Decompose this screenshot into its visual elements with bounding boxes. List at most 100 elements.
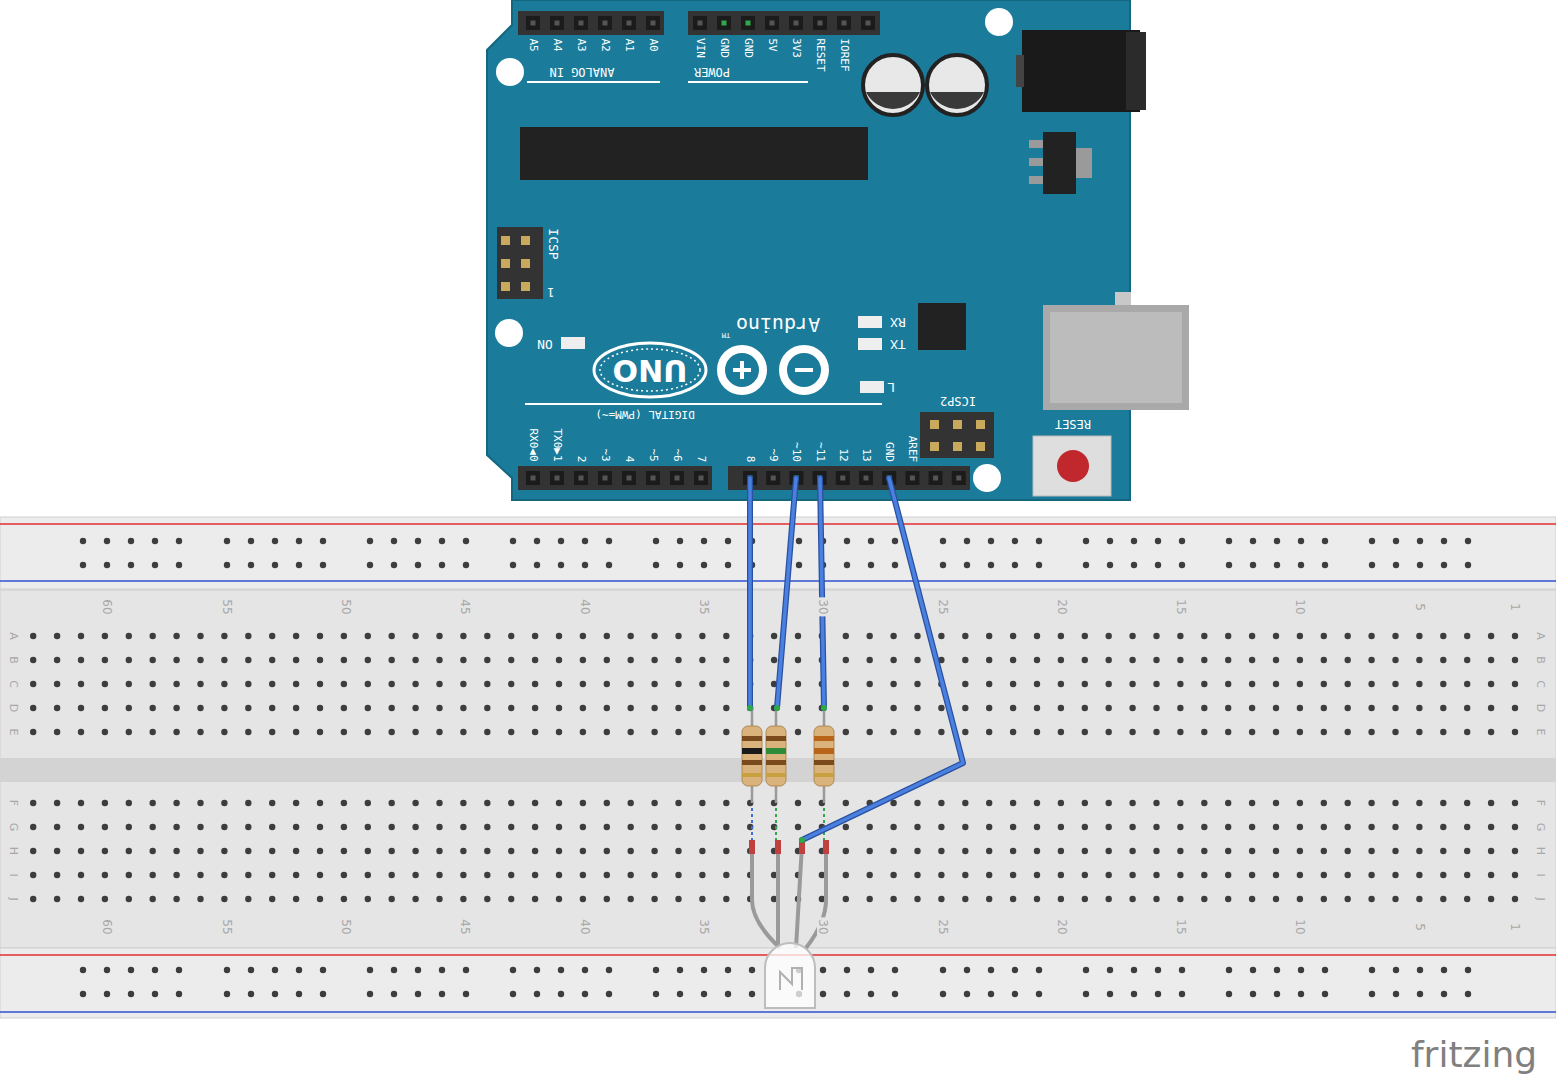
rail-hole <box>176 967 182 973</box>
rail-hole <box>701 967 707 973</box>
resistor-band <box>814 736 834 741</box>
breadboard-hole <box>914 848 920 854</box>
breadboard-hole <box>508 705 514 711</box>
rail-hole <box>1226 991 1232 997</box>
header-pin-hole <box>531 476 536 481</box>
resistor-band <box>766 773 786 777</box>
jumper-wire <box>820 478 824 708</box>
breadboard-hole <box>1512 824 1518 830</box>
breadboard-hole <box>867 705 873 711</box>
breadboard-hole <box>938 705 944 711</box>
breadboard-hole <box>556 848 562 854</box>
header-pin-hole <box>866 21 871 26</box>
breadboard-hole <box>556 800 562 806</box>
rail-hole <box>796 538 802 544</box>
rail-hole <box>1274 967 1280 973</box>
rail-hole <box>725 562 731 568</box>
rail-hole <box>677 967 683 973</box>
breadboard-hole <box>221 657 227 663</box>
breadboard-hole <box>867 824 873 830</box>
breadboard-hole <box>1321 729 1327 735</box>
breadboard-hole <box>365 729 371 735</box>
rail-hole <box>510 991 516 997</box>
breadboard-hole <box>1345 705 1351 711</box>
breadboard-hole <box>1106 705 1112 711</box>
breadboard-hole <box>986 705 992 711</box>
breadboard-hole <box>675 705 681 711</box>
breadboard-hole <box>484 872 490 878</box>
rail-hole <box>653 991 659 997</box>
mounting-hole <box>495 319 523 347</box>
column-number: 5 <box>1414 921 1426 933</box>
board-logo: UNO <box>613 355 688 385</box>
breadboard-hole <box>412 872 418 878</box>
breadboard-hole <box>460 705 466 711</box>
breadboard-hole <box>1488 872 1494 878</box>
header-pin-hole <box>910 476 915 481</box>
rail-hole <box>1155 562 1161 568</box>
breadboard-hole <box>341 705 347 711</box>
breadboard-hole <box>1010 681 1016 687</box>
wire-outline <box>802 478 963 840</box>
breadboard-hole <box>986 657 992 663</box>
breadboard-hole <box>1512 872 1518 878</box>
resistors <box>742 708 834 803</box>
breadboard-hole <box>245 896 251 902</box>
breadboard-hole <box>508 872 514 878</box>
header-pin-hole <box>531 21 536 26</box>
breadboard-hole <box>102 872 108 878</box>
breadboard-hole <box>1225 800 1231 806</box>
breadboard-hole <box>1106 657 1112 663</box>
breadboard-hole <box>890 705 896 711</box>
breadboard-hole <box>651 705 657 711</box>
breadboard-hole <box>1464 657 1470 663</box>
breadboard-hole <box>580 824 586 830</box>
breadboard-hole <box>1321 824 1327 830</box>
rail-hole <box>224 991 230 997</box>
breadboard-hole <box>1058 800 1064 806</box>
column-number: 55 <box>221 917 233 936</box>
breadboard-hole <box>436 848 442 854</box>
breadboard-hole <box>317 729 323 735</box>
rail-hole <box>988 967 994 973</box>
breadboard-hole <box>1273 824 1279 830</box>
breadboard-hole <box>1058 705 1064 711</box>
column-number: 35 <box>698 917 710 936</box>
breadboard-hole <box>30 872 36 878</box>
breadboard-hole <box>938 896 944 902</box>
rail-hole <box>391 538 397 544</box>
rail-hole <box>582 562 588 568</box>
breadboard-hole <box>1368 633 1374 639</box>
breadboard-hole <box>628 657 634 663</box>
breadboard-hole <box>54 681 60 687</box>
breadboard-hole <box>341 824 347 830</box>
breadboard-hole <box>1034 681 1040 687</box>
breadboard-hole <box>484 657 490 663</box>
row-letter: C <box>8 678 19 690</box>
row-letter: G <box>1535 821 1546 834</box>
breadboard-hole <box>30 848 36 854</box>
rail-hole <box>1250 991 1256 997</box>
breadboard-hole <box>1464 848 1470 854</box>
breadboard-hole <box>245 872 251 878</box>
breadboard-hole <box>78 896 84 902</box>
breadboard-hole <box>1153 729 1159 735</box>
breadboard-hole <box>1129 872 1135 878</box>
silkscreen-line <box>525 403 882 405</box>
breadboard-hole <box>460 896 466 902</box>
rail-hole <box>1083 538 1089 544</box>
breadboard-hole <box>890 633 896 639</box>
rail-hole <box>463 562 469 568</box>
breadboard-hole <box>436 705 442 711</box>
breadboard-hole <box>341 800 347 806</box>
header-pin <box>598 471 612 485</box>
breadboard-hole <box>1440 896 1446 902</box>
breadboard-hole <box>126 848 132 854</box>
breadboard-hole <box>1345 800 1351 806</box>
breadboard-hole <box>651 729 657 735</box>
breadboard-hole <box>1177 824 1183 830</box>
breadboard-hole <box>962 681 968 687</box>
breadboard-hole <box>1034 705 1040 711</box>
icsp-pin <box>501 282 510 291</box>
column-number: 15 <box>1175 917 1187 936</box>
